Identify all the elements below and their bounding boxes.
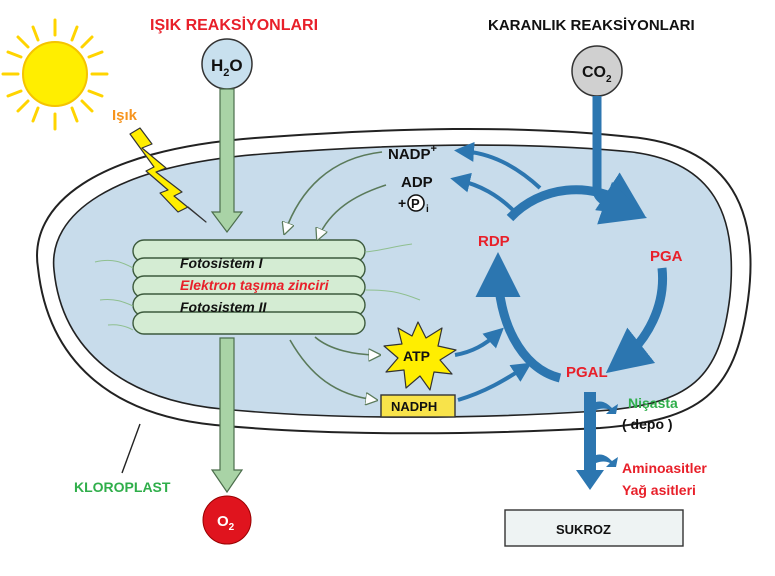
sucrose-box	[504, 509, 684, 547]
adp-label: ADP	[401, 174, 433, 191]
photosystem-2-label: Fotosistem II	[180, 299, 267, 315]
pgal-output-arrows	[576, 392, 618, 490]
adp-return-arrow	[318, 184, 387, 238]
atp-burst	[383, 321, 457, 391]
nadph-label: NADPH	[391, 399, 437, 414]
pga-label: PGA	[650, 248, 683, 265]
atp-to-cycle-arrow	[454, 327, 504, 357]
atp-label: ATP	[403, 348, 430, 364]
phosphate-letter: P	[411, 196, 420, 211]
starch-label: Nişasta	[628, 395, 678, 411]
oxygen-molecule	[202, 495, 252, 545]
phosphate-sub: i	[426, 204, 429, 215]
nadph-box	[380, 394, 456, 418]
co2-label: CO2	[582, 64, 612, 85]
oxygen-label: O2	[217, 513, 235, 533]
thylakoid-stack	[94, 239, 421, 335]
storage-label: ( depo )	[622, 416, 673, 432]
sucrose-label: SUKROZ	[556, 522, 611, 537]
to-nadp-arrow	[454, 141, 542, 190]
dark-reactions-heading: KARANLIK REAKSİYONLARI	[488, 17, 695, 34]
pgal-label: PGAL	[566, 364, 608, 381]
photosystem-1-label: Fotosistem I	[180, 255, 264, 271]
amino-acids-label: Aminoasitler	[622, 460, 707, 476]
nadp-plus-label: NADP+	[388, 143, 437, 163]
kloroplast-label: KLOROPLAST	[74, 479, 171, 495]
light-label: Işık	[112, 107, 138, 124]
light-bolt-icon	[129, 127, 207, 223]
rdp-label: RDP	[478, 233, 510, 250]
co2-to-pga-arrow	[592, 96, 647, 225]
nadp-return-arrow	[285, 151, 383, 232]
water-label: H2O	[211, 56, 243, 79]
to-adp-arrow	[450, 172, 517, 214]
water-to-thylakoid-arrow	[210, 88, 244, 233]
phosphate-circle	[407, 194, 425, 212]
thylakoid-to-oxygen-arrow	[210, 337, 244, 494]
thylakoid-to-atp-arrow	[314, 336, 378, 355]
plus-sign: +	[398, 195, 406, 211]
fatty-acids-label: Yağ asitleri	[622, 482, 696, 498]
electron-transport-label: Elektron taşıma zinciri	[180, 277, 330, 293]
light-reactions-heading: IŞIK REAKSİYONLARI	[150, 16, 318, 34]
water-molecule	[201, 38, 253, 90]
sun-icon	[1, 18, 109, 131]
nadph-to-cycle-arrow	[457, 362, 532, 402]
thylakoid-to-nadph-arrow	[289, 339, 375, 400]
kloroplast-pointer	[121, 423, 141, 474]
